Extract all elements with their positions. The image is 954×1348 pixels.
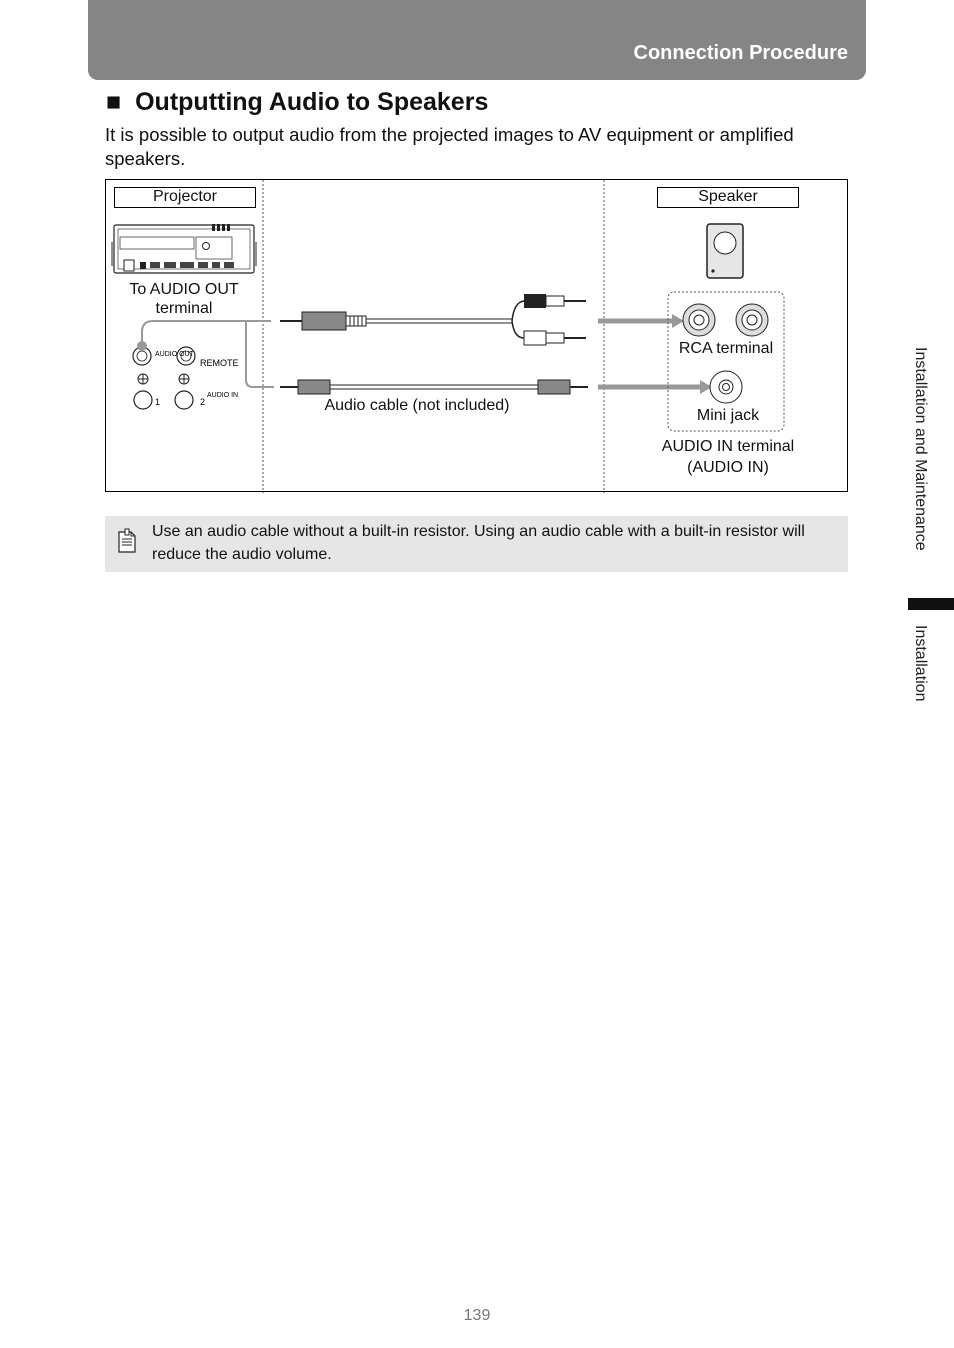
section-title: ■ Outputting Audio to Speakers <box>106 88 488 117</box>
rca-terminal-icon <box>682 303 769 337</box>
audio-in-terminal-label: AUDIO IN terminal <box>661 438 795 455</box>
header-title: Connection Procedure <box>633 42 848 64</box>
rca-terminal-label: RCA terminal <box>678 340 774 357</box>
connection-figure: AUDIO OUT REMOTE 1 2 AUDIO IN <box>105 179 848 493</box>
audio-in-1-port-icon <box>133 390 153 410</box>
note-text: Use an audio cable without a built-in re… <box>152 523 805 563</box>
section-bullet: ■ <box>106 88 122 116</box>
mini-jack-icon <box>709 370 743 404</box>
side-tab-chapter: Installation and Maintenance <box>912 347 929 551</box>
connection-diagram: AUDIO OUT REMOTE 1 2 AUDIO IN <box>111 180 785 493</box>
cable-label: Audio cable (not included) <box>324 397 510 414</box>
remote-port-icon <box>176 346 196 366</box>
side-tab-section: Installation <box>912 625 929 702</box>
audio-in-sub-label: (AUDIO IN) <box>687 459 769 476</box>
mini-to-rca-cable-icon <box>280 294 586 346</box>
header-bar: Connection Procedure <box>88 0 866 80</box>
projector-rear-icon <box>111 224 257 274</box>
intro-paragraph: It is possible to output audio from the … <box>105 124 794 169</box>
section-title-text: Outputting Audio to Speakers <box>135 88 489 116</box>
terminal-panel: AUDIO OUT REMOTE 1 2 AUDIO IN <box>132 346 239 410</box>
projector-label: Projector <box>114 187 256 208</box>
mini-to-mini-cable-icon <box>280 379 588 395</box>
panel-audio-in-label: AUDIO IN <box>207 392 238 399</box>
speaker-terminal-area <box>667 291 785 432</box>
side-tab-marker <box>908 598 954 610</box>
arrow-head-rca <box>672 314 684 328</box>
panel-num-1: 1 <box>155 397 160 407</box>
page-number: 139 <box>463 1307 491 1324</box>
arrow-head-mini <box>700 380 712 394</box>
audio-out-label: To AUDIO OUT terminal <box>129 281 239 317</box>
memo-icon <box>118 528 136 553</box>
panel-audio-out-label: AUDIO OUT <box>155 351 195 358</box>
speaker-label: Speaker <box>657 187 799 208</box>
lead-line-upper <box>141 320 271 346</box>
mini-jack-label: Mini jack <box>696 407 760 424</box>
audio-in-2-port-icon <box>174 390 194 410</box>
panel-remote-label: REMOTE <box>200 358 239 368</box>
lead-line-lower <box>245 321 274 388</box>
panel-num-2: 2 <box>200 397 205 407</box>
note-box: Use an audio cable without a built-in re… <box>105 516 848 572</box>
speaker-icon <box>706 223 744 279</box>
